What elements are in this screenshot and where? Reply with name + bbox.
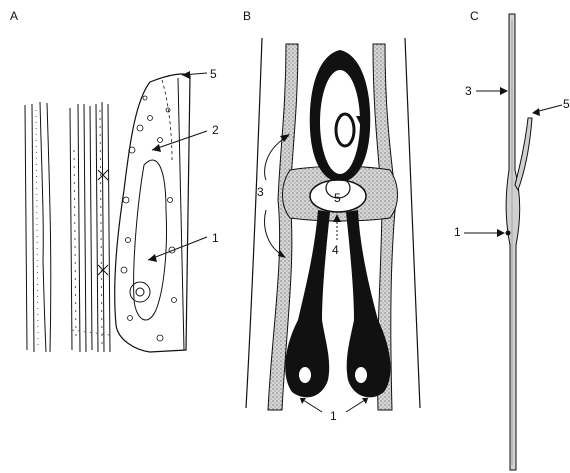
panel-c-letter: C (470, 9, 479, 23)
svg-text:2: 2 (360, 89, 367, 103)
panel-a-callout-2: 2 (152, 123, 219, 152)
panel-b-right-pore (355, 367, 367, 383)
svg-text:5: 5 (334, 191, 341, 205)
panel-a-granules (121, 96, 177, 341)
panel-a-letter: A (10, 9, 18, 23)
panel-c-callout-1: 1 (454, 225, 505, 239)
svg-text:4: 4 (332, 243, 339, 257)
panel-a: A (10, 9, 219, 352)
svg-text:3: 3 (465, 84, 472, 98)
svg-text:1: 1 (454, 225, 461, 239)
panel-c-callout-3: 3 (465, 84, 508, 98)
panel-c-branch (515, 118, 532, 190)
panel-b: B 2 3 (243, 9, 420, 423)
panel-c-node (506, 231, 511, 236)
panel-b-callout-5: 5 (334, 191, 341, 205)
svg-text:3: 3 (257, 185, 264, 199)
panel-c: C 3 5 1 (454, 9, 570, 470)
panel-c-callout-5: 5 (532, 97, 570, 116)
panel-a-callout-5: 5 (182, 67, 217, 81)
svg-text:5: 5 (210, 67, 217, 81)
svg-text:2: 2 (212, 123, 219, 137)
panel-b-callout-1: 1 (300, 398, 368, 423)
svg-text:5: 5 (563, 97, 570, 111)
panel-b-letter: B (243, 9, 251, 23)
panel-a-fiber-left (25, 102, 51, 352)
panel-c-fiber (506, 14, 520, 470)
panel-a-nucleus (130, 282, 150, 302)
panel-a-callout-1: 1 (148, 231, 219, 262)
panel-b-left-pore (299, 367, 311, 383)
svg-text:1: 1 (212, 231, 219, 245)
panel-a-fiber-bundle (70, 102, 110, 352)
panel-a-cell (115, 74, 190, 352)
svg-text:1: 1 (330, 409, 337, 423)
